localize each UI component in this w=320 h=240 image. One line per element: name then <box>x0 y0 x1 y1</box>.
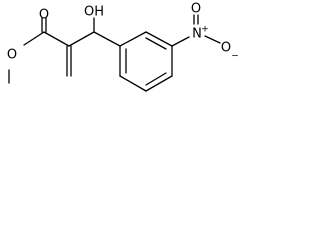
bond-ring-nitro-n <box>171 36 190 47</box>
bond-ring-inner-2 <box>145 72 167 86</box>
ester-oxygen-label: O <box>7 48 17 63</box>
carbonyl-oxygen-label: O <box>39 8 49 23</box>
nitro-nitrogen-label: N <box>192 27 202 42</box>
nitro-oxygen-right-label: O <box>221 41 231 56</box>
bond-ring-inner-1 <box>145 37 167 50</box>
structure-diagram: O O OH N + O O − <box>7 2 239 92</box>
bond-alpha-c-carbinol-c <box>68 31 95 47</box>
hydroxyl-label: OH <box>84 5 104 20</box>
bond-carbinol-c-ring <box>93 31 121 47</box>
bond-nitro-n-o-right <box>204 35 221 44</box>
nitro-oxygen-top-label: O <box>191 2 201 17</box>
nitro-nitrogen-charge: + <box>201 25 209 35</box>
bond-carbonyl-c-ester-o <box>23 31 45 46</box>
bond-ring-1 <box>119 31 147 47</box>
bond-ring-5 <box>119 75 147 92</box>
nitro-oxygen-right-charge: − <box>231 52 239 62</box>
bond-carbonyl-c-alpha-c <box>43 31 70 47</box>
bond-ring-2 <box>145 31 173 47</box>
bond-ring-4 <box>145 75 173 92</box>
